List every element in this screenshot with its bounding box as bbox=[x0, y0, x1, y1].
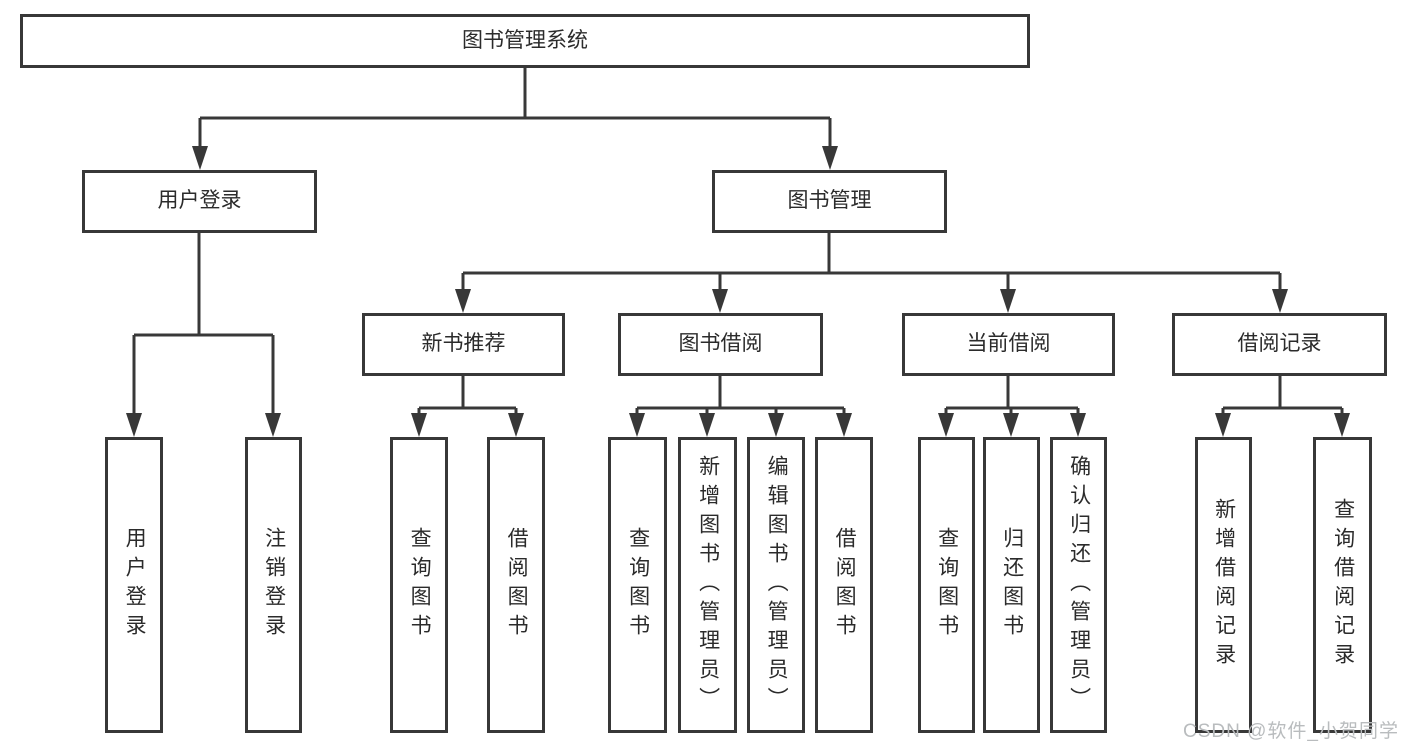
leaf-borrowing-query-books-label: 查询图书 bbox=[626, 527, 650, 643]
leaf-confirm-return-admin-label: 确认归还（管理员） bbox=[1067, 454, 1091, 716]
leaf-add-borrow-record: 新增借阅记录 bbox=[1195, 437, 1252, 733]
node-user-login-label: 用户登录 bbox=[157, 189, 242, 213]
leaf-confirm-return-admin: 确认归还（管理员） bbox=[1050, 437, 1107, 733]
leaf-user-login-label: 用户登录 bbox=[123, 527, 147, 643]
arrowheads bbox=[126, 146, 1350, 437]
leaf-edit-books-admin: 编辑图书（管理员） bbox=[747, 437, 805, 733]
leaf-logout-label: 注销登录 bbox=[262, 527, 286, 643]
leaf-recommend-query-books-label: 查询图书 bbox=[408, 527, 432, 643]
node-user-login: 用户登录 bbox=[82, 170, 317, 233]
node-root-label: 图书管理系统 bbox=[462, 28, 588, 52]
leaf-query-borrow-record-label: 查询借阅记录 bbox=[1331, 498, 1355, 672]
leaf-recommend-borrow-books-label: 借阅图书 bbox=[505, 527, 529, 643]
watermark: CSDN @软件_小贺同学 bbox=[1183, 721, 1399, 742]
node-current-borrowing: 当前借阅 bbox=[902, 313, 1115, 376]
node-root: 图书管理系统 bbox=[20, 14, 1030, 68]
leaf-current-query-books-label: 查询图书 bbox=[935, 527, 959, 643]
leaf-logout: 注销登录 bbox=[245, 437, 302, 733]
node-book-management-label: 图书管理 bbox=[787, 189, 872, 213]
leaf-add-books-admin-label: 新增图书（管理员） bbox=[696, 454, 720, 716]
leaf-add-borrow-record-label: 新增借阅记录 bbox=[1212, 498, 1236, 672]
node-new-book-recommendation: 新书推荐 bbox=[362, 313, 565, 376]
leaf-edit-books-admin-label: 编辑图书（管理员） bbox=[765, 454, 789, 716]
leaf-query-borrow-record: 查询借阅记录 bbox=[1313, 437, 1372, 733]
node-new-book-recommendation-label: 新书推荐 bbox=[421, 332, 506, 356]
leaf-current-query-books: 查询图书 bbox=[918, 437, 975, 733]
node-borrowing-records-label: 借阅记录 bbox=[1237, 332, 1322, 356]
leaf-recommend-query-books: 查询图书 bbox=[390, 437, 448, 733]
node-book-borrowing: 图书借阅 bbox=[618, 313, 823, 376]
leaf-user-login: 用户登录 bbox=[105, 437, 163, 733]
leaf-add-books-admin: 新增图书（管理员） bbox=[678, 437, 737, 733]
node-borrowing-records: 借阅记录 bbox=[1172, 313, 1387, 376]
leaf-return-books: 归还图书 bbox=[983, 437, 1040, 733]
leaf-borrowing-borrow-books: 借阅图书 bbox=[815, 437, 873, 733]
node-book-management: 图书管理 bbox=[712, 170, 947, 233]
leaf-return-books-label: 归还图书 bbox=[1000, 527, 1024, 643]
leaf-recommend-borrow-books: 借阅图书 bbox=[487, 437, 545, 733]
leaf-borrowing-query-books: 查询图书 bbox=[608, 437, 667, 733]
leaf-borrowing-borrow-books-label: 借阅图书 bbox=[833, 527, 857, 643]
node-current-borrowing-label: 当前借阅 bbox=[966, 332, 1051, 356]
node-book-borrowing-label: 图书借阅 bbox=[678, 332, 763, 356]
